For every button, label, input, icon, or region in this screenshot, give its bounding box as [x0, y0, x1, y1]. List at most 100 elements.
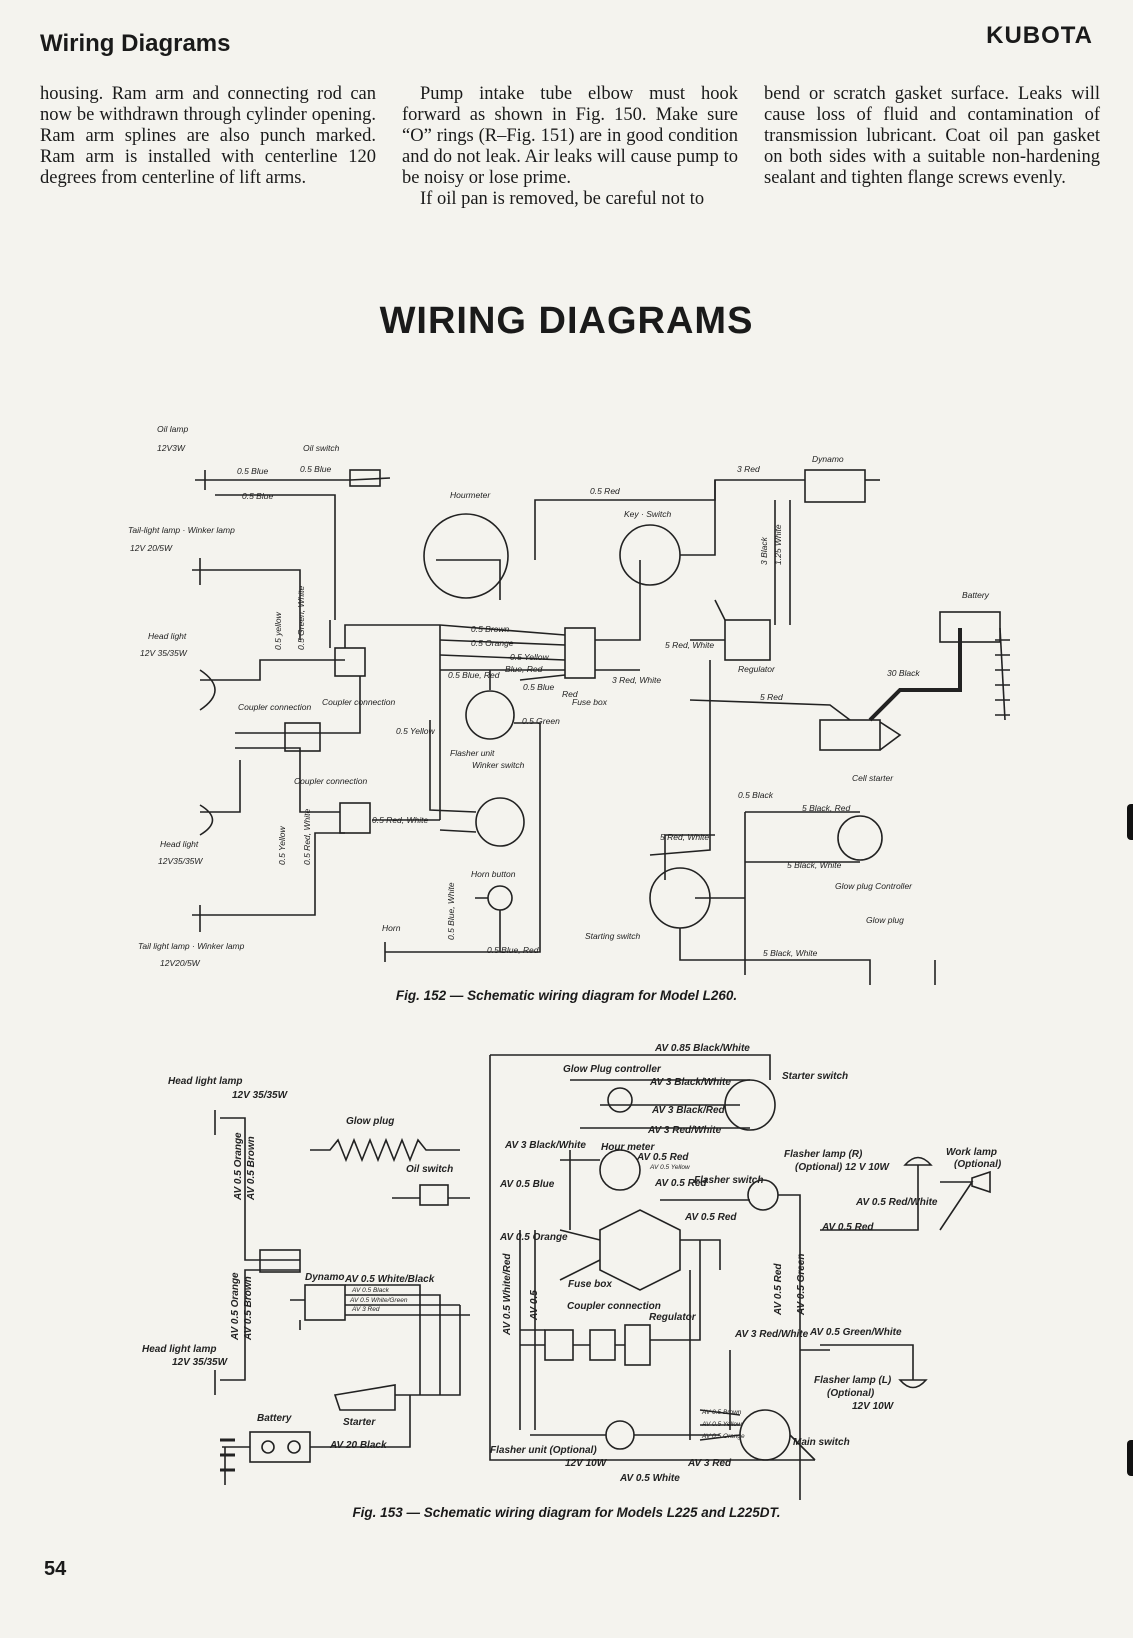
paragraph: bend or scratch gasket surface. Leaks wi…: [764, 84, 1100, 188]
fig152-label: Regulator: [738, 664, 776, 674]
fig153-label: AV 0.5 Red/White: [855, 1197, 938, 1208]
fig153-label: AV 0.5 Red: [773, 1263, 784, 1316]
fig153-label: Starter: [343, 1417, 376, 1428]
fig153-label: AV 0.5 Red: [654, 1178, 707, 1189]
fig152-label: Battery: [962, 590, 990, 600]
fig152-label: 0.5 Yellow: [396, 726, 435, 736]
fig153-label: AV 0.5 Green: [796, 1253, 807, 1316]
fig153-label: AV 3 Black/Red: [651, 1105, 726, 1116]
fig153-label: AV 0.5 Yellow: [649, 1164, 691, 1171]
section-header: Wiring Diagrams: [40, 30, 231, 57]
edge-mark: [1127, 1440, 1133, 1476]
fig152-label: 0.5 Green: [522, 716, 560, 726]
fig152-label: 0.5 Blue: [300, 464, 331, 474]
fig153-label: (Optional): [954, 1159, 1002, 1170]
fig153-label: AV 0.5 Blue: [499, 1179, 555, 1190]
fig153-label: AV 0.5 Brown: [701, 1409, 742, 1416]
fig152-label: 3 Red: [737, 464, 760, 474]
page-number: 54: [44, 1558, 67, 1580]
fig152-label: 3 Black: [759, 536, 769, 565]
fig153-label: Head light lamp: [168, 1076, 242, 1087]
fig152-label: Horn button: [471, 869, 516, 879]
fig152-label: Coupler connection: [294, 776, 368, 786]
fig152-label: 12V35/35W: [158, 856, 203, 866]
fig153-label: Glow plug: [346, 1116, 394, 1127]
fig152-label: 5 Red, White: [660, 832, 709, 842]
fig153-label: AV 0.5 Brown: [243, 1276, 254, 1341]
fig153-label: AV 0.5 Red: [821, 1222, 874, 1233]
fig152-label: Red: [562, 689, 578, 699]
fig153-label: Battery: [257, 1413, 292, 1424]
fig153-label: Hour meter: [601, 1142, 655, 1153]
fig153-label: AV 0.5 Yellow: [701, 1421, 743, 1428]
fig152-label: Cell starter: [852, 773, 894, 783]
paragraph: If oil pan is removed, be careful not to: [420, 189, 705, 209]
fig153-caption: Fig. 153 — Schematic wiring diagram for …: [352, 1505, 781, 1520]
fig152-label: 0.5 Yellow: [510, 652, 549, 662]
fig152-label: 1.25 White: [773, 524, 783, 565]
fig152-label: 0.5 Red: [590, 486, 620, 496]
fig153-label: (Optional): [827, 1388, 875, 1399]
text-column-3: bend or scratch gasket surface. Leaks wi…: [764, 84, 1100, 210]
fig152-label: 0.5 Yellow: [277, 826, 287, 865]
fig152-label: 0.5 Red, White: [372, 815, 428, 825]
fig152-caption: Fig. 152 — Schematic wiring diagram for …: [395, 988, 738, 1003]
fig153-label: Oil switch: [406, 1164, 453, 1175]
paragraph: housing. Ram arm and connecting rod can …: [40, 84, 376, 188]
fig152-label: 0.5 Blue: [242, 491, 273, 501]
fig153-label: Flasher lamp (L): [814, 1375, 892, 1386]
fig153-label: Dynamo: [305, 1272, 344, 1283]
fig153-label: AV 0.5 White/Green: [349, 1297, 408, 1304]
fig152-label: 12V 35/35W: [140, 648, 188, 658]
fig152-label: Glow plug Controller: [835, 881, 913, 891]
fig153-label: AV 0.5 White: [619, 1473, 680, 1484]
fig152-label: Tail light lamp · Winker lamp: [138, 941, 245, 951]
fig152-label: 5 Black, White: [787, 860, 842, 870]
fig153-label: Flasher switch: [694, 1175, 763, 1186]
fig153-label: AV 0.5 Green/White: [809, 1327, 902, 1338]
fig152-label: 0.5 yellow: [273, 611, 283, 650]
fig153-label: AV 3 Red/White: [734, 1329, 809, 1340]
fig152-label: Dynamo: [812, 454, 844, 464]
fig152-wiring-diagram: Oil lamp 12V3W Oil switch 0.5 Blue 0.5 B…: [128, 424, 1010, 985]
fig152-label: 5 Red, White: [665, 640, 714, 650]
fig153-label: AV 0.5 Orange: [701, 1433, 745, 1440]
fig152-label: 0.5 Blue, Red: [448, 670, 500, 680]
fig152-label: Horn: [382, 923, 401, 933]
fig152-label: Starting switch: [585, 931, 641, 941]
fig153-label: Flasher unit (Optional): [490, 1445, 597, 1456]
fig152-label: Blue, Red: [505, 664, 543, 674]
fig152-label: Fuse box: [572, 697, 608, 707]
fig153-wiring-diagram: AV 0.85 Black/White Glow Plug controller…: [142, 1043, 1002, 1500]
paragraph: Pump intake tube elbow must hook forward…: [402, 84, 738, 188]
edge-mark: [1127, 804, 1133, 840]
fig152-label: Coupler connection: [322, 697, 396, 707]
fig152-label: 3 Red, White: [612, 675, 661, 685]
fig153-label: AV 0.5 Orange: [230, 1272, 241, 1341]
fig153-label: AV 3 Black/White: [504, 1140, 586, 1151]
brand-header: KUBOTA: [986, 22, 1093, 49]
body-text: housing. Ram arm and connecting rod can …: [40, 84, 1100, 210]
fig153-label: 12V 10W: [565, 1458, 608, 1469]
fig153-label: AV 0.5 White/Black: [344, 1274, 435, 1285]
fig152-label: 0.5 Blue: [523, 682, 554, 692]
fig152-label: Coupler connection: [238, 702, 312, 712]
fig152-label: 12V 20/5W: [130, 543, 173, 553]
fig153-label: 12V 35/35W: [232, 1090, 289, 1101]
fig152-label: Flasher unit: [450, 748, 495, 758]
fig152-label: 0.5 Green, White: [296, 585, 306, 650]
fig153-label: 12V 10W: [852, 1401, 895, 1412]
fig153-label: 12V 35/35W: [172, 1357, 229, 1368]
fig153-label: AV 3 Red: [687, 1458, 732, 1469]
fig152-label: 5 Black, Red: [802, 803, 850, 813]
text-column-2: Pump intake tube elbow must hook forward…: [402, 84, 738, 210]
fig152-label: 5 Black, White: [763, 948, 818, 958]
fig152-label: 12V3W: [157, 443, 186, 453]
fig152-label: Tail-light lamp · Winker lamp: [128, 525, 235, 535]
fig153-label: Starter switch: [782, 1071, 848, 1082]
fig153-label: AV 0.85 Black/White: [654, 1043, 750, 1054]
fig153-label: AV 0.5 Red: [636, 1152, 689, 1163]
fig153-label: AV 0.5 White/Red: [502, 1253, 513, 1336]
text-column-1: housing. Ram arm and connecting rod can …: [40, 84, 376, 210]
fig153-label: Glow Plug controller: [563, 1064, 662, 1075]
